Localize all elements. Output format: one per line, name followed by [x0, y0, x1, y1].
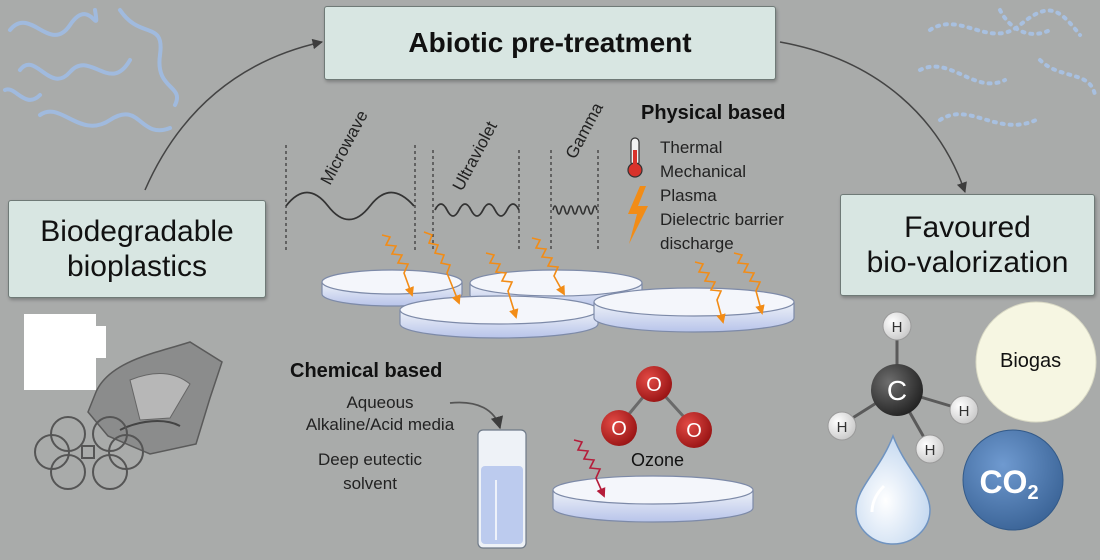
- co2-main: CO: [979, 464, 1027, 500]
- physical-item-dielectric: Dielectric barrier: [660, 210, 784, 229]
- aqueous-media-label: Aqueous Alkaline/Acid media: [290, 392, 470, 436]
- abiotic-pretreatment-title: Abiotic pre-treatment: [324, 6, 776, 80]
- chemical-based-heading: Chemical based: [290, 360, 443, 382]
- petri-dish: [593, 287, 795, 333]
- lightning-icon: [628, 186, 648, 244]
- output-label-line1: Favoured: [904, 210, 1031, 244]
- petri-dish-ozone: [552, 475, 754, 523]
- methane-molecule-icon: C H H H H: [827, 311, 979, 464]
- co2-label: CO2: [979, 464, 1038, 504]
- ozone-atom-label: O: [611, 418, 627, 440]
- ozone-atom-label: O: [686, 420, 702, 442]
- des-line2: solvent: [343, 474, 397, 493]
- radiation-arrows: [381, 231, 765, 324]
- physical-based-heading: Physical based: [641, 102, 786, 124]
- ozone-label: Ozone: [631, 450, 685, 470]
- ozone-molecule-icon: O O O: [601, 366, 712, 448]
- hydrogen-atom-label: H: [925, 442, 936, 459]
- co2-sphere-icon: CO2: [962, 429, 1064, 531]
- reagent-arrow: [449, 401, 504, 430]
- monomer-dots-graphic: [918, 8, 1097, 127]
- flow-arrow-to-valorization: [779, 41, 967, 193]
- ultraviolet-label: Ultraviolet: [449, 118, 501, 194]
- physical-item-plasma: Plasma: [660, 186, 717, 205]
- thermometer-icon: [627, 137, 643, 178]
- des-line1: Deep eutectic: [318, 450, 422, 469]
- biogas-bubble: [975, 301, 1097, 423]
- bioplastic-items-graphic: [24, 314, 223, 490]
- ultraviolet-wave: [434, 203, 520, 217]
- gamma-wave: [552, 205, 598, 215]
- physical-item-mechanical: Mechanical: [660, 162, 746, 181]
- microwave-wave: [285, 191, 415, 221]
- ozone-atom-label: O: [646, 374, 662, 396]
- polymer-chains-graphic: [3, 8, 179, 133]
- microwave-label: Microwave: [317, 107, 372, 188]
- hydrogen-atom-label: H: [892, 319, 903, 336]
- physical-item-thermal: Thermal: [660, 138, 723, 157]
- deep-eutectic-solvent-label: Deep eutectic solvent: [290, 448, 450, 496]
- radiation-dividers: [285, 145, 599, 250]
- flow-arrow-to-pretreatment: [144, 38, 324, 191]
- petri-dishes-physical: [321, 269, 795, 339]
- hydrogen-atom-label: H: [959, 403, 970, 420]
- input-label-line1: Biodegradable: [40, 214, 234, 248]
- biogas-label: Biogas: [1000, 350, 1062, 372]
- title-text: Abiotic pre-treatment: [408, 27, 692, 59]
- biodegradable-bioplastics-box: Biodegradable bioplastics: [8, 200, 266, 298]
- petri-dish: [399, 295, 599, 339]
- water-drop-icon: [855, 433, 931, 545]
- aqueous-line2: Alkaline/Acid media: [305, 415, 455, 434]
- ozone-arrow: [573, 439, 606, 498]
- physical-item-discharge: discharge: [660, 234, 734, 253]
- gamma-label: Gamma: [562, 99, 607, 162]
- physical-methods-list: Thermal Mechanical Plasma Dielectric bar…: [660, 136, 784, 256]
- co2-sub: 2: [1027, 482, 1038, 504]
- input-label-line2: bioplastics: [66, 250, 208, 283]
- output-label-line2: bio-valorization: [866, 246, 1069, 279]
- aqueous-line1: Aqueous: [346, 393, 414, 412]
- hydrogen-atom-label: H: [837, 419, 848, 436]
- carbon-atom-label: C: [887, 375, 907, 406]
- water-drop-highlight: [870, 484, 886, 513]
- petri-dish: [321, 269, 463, 307]
- test-tube-graphic: [477, 429, 527, 549]
- favoured-biovalorization-box: Favoured bio-valorization: [840, 194, 1095, 296]
